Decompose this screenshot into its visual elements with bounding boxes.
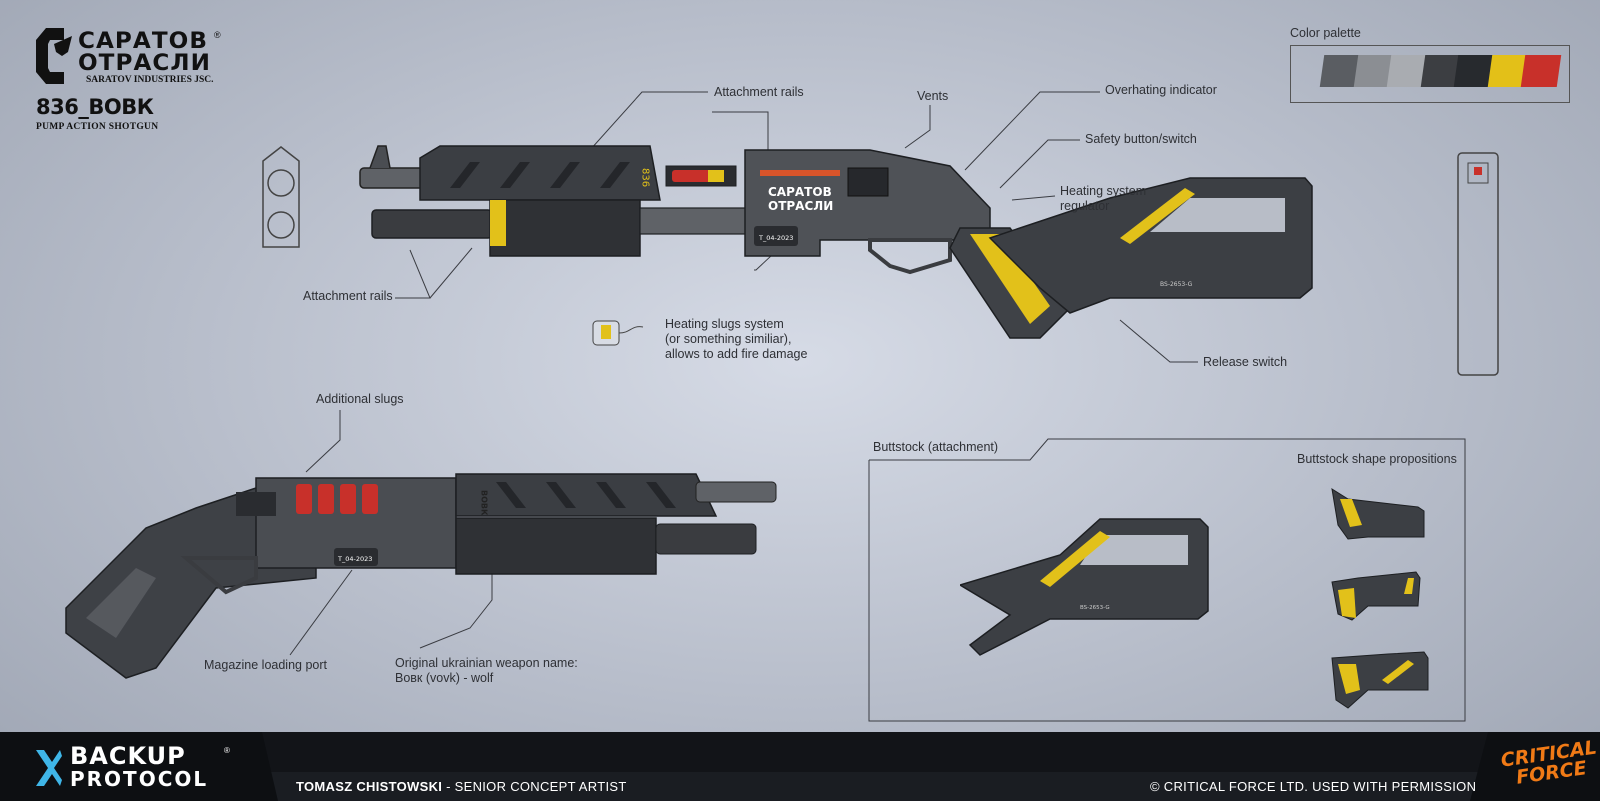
callout-vents: Vents	[917, 89, 949, 103]
buttstock-serial: BS-2653-G	[1080, 605, 1110, 611]
artist-credit: TOMASZ CHISTOWSKI - SENIOR CONCEPT ARTIS…	[296, 779, 627, 794]
logo-line-2: ОТРАСЛИ	[78, 51, 212, 76]
callout-attachment-rails-bottom: Attachment rails	[303, 289, 393, 303]
artist-name: TOMASZ CHISTOWSKI	[296, 779, 443, 794]
front-view-icon	[262, 146, 300, 248]
callout-attachment-rails-top: Attachment rails	[714, 85, 804, 99]
callout-heating-regulator-1: Heating system	[1060, 184, 1147, 198]
callout-release-switch: Release switch	[1203, 355, 1288, 369]
side-logo-line-2: ОТРАСЛИ	[768, 199, 833, 213]
footer-studio-panel	[1470, 732, 1600, 801]
stock-serial: BS-2653-G	[1160, 281, 1193, 288]
backup-protocol-logo-icon	[36, 750, 62, 786]
callout-heating-slugs-2: (or something similiar),	[665, 332, 792, 346]
logo-line-1: САРАТОВ	[78, 29, 209, 54]
registered-mark: ®	[214, 30, 221, 40]
callout-heating-slugs-1: Heating slugs system	[665, 317, 784, 331]
top-label: ВОВК	[480, 490, 489, 516]
game-title-line-1: BACKUP	[70, 742, 186, 770]
game-title-line-2: PROTOCOL	[70, 767, 209, 791]
rear-view-icon	[1457, 152, 1499, 376]
company-logo-icon	[36, 28, 72, 84]
slug-label-bottom: T_04-2023	[337, 555, 372, 563]
buttstock-large-view: BS-2653-G	[960, 518, 1209, 656]
callout-heating-slugs-3: allows to add fire damage	[665, 347, 808, 361]
buttstock-shapes-title: Buttstock shape propositions	[1297, 452, 1457, 466]
callout-magazine-port: Magazine loading port	[204, 658, 327, 672]
game-registered-mark: ®	[224, 746, 230, 755]
callout-additional-slugs: Additional slugs	[316, 392, 404, 406]
model-type: PUMP ACTION SHOTGUN	[36, 122, 159, 132]
buttstock-shape-3-icon	[1331, 651, 1429, 709]
shotgun-bottom-view: T_04-2023 ВОВК	[65, 473, 777, 679]
callout-overheating-indicator: Overhating indicator	[1105, 83, 1217, 97]
model-name: 836_ВОВК	[36, 95, 154, 119]
buttstock-shape-2-icon	[1331, 571, 1421, 621]
artist-role: - SENIOR CONCEPT ARTIST	[442, 779, 627, 794]
footer-brand-panel	[0, 732, 278, 801]
callout-safety-button: Safety button/switch	[1085, 132, 1197, 146]
slug-label: T_04-2023	[758, 234, 793, 242]
heating-slug-icon	[592, 320, 644, 346]
buttstock-title: Buttstock (attachment)	[873, 440, 999, 454]
side-logo-line-1: САРАТОВ	[768, 185, 832, 199]
company-logo-text: САРАТОВ ОТРАСЛИ	[78, 31, 211, 75]
shotgun-top-view: 836 САРАТОВ ОТРАСЛИ T_04-2023 BS-2653-G	[359, 145, 1313, 339]
callout-original-name-2: Вовк (vovk) - wolf	[395, 671, 494, 685]
side-number: 836	[640, 168, 651, 187]
copyright-text: © CRITICAL FORCE LTD. USED WITH PERMISSI…	[1150, 779, 1477, 794]
palette-box	[1290, 45, 1570, 103]
palette-title: Color palette	[1290, 26, 1361, 40]
palette-swatch	[1520, 55, 1562, 87]
company-name: SARATOV INDUSTRIES JSC.	[86, 75, 214, 85]
callout-heating-regulator-2: regulator	[1060, 199, 1110, 213]
callout-original-name-1: Original ukrainian weapon name:	[395, 656, 578, 670]
buttstock-shape-1-icon	[1331, 487, 1425, 540]
